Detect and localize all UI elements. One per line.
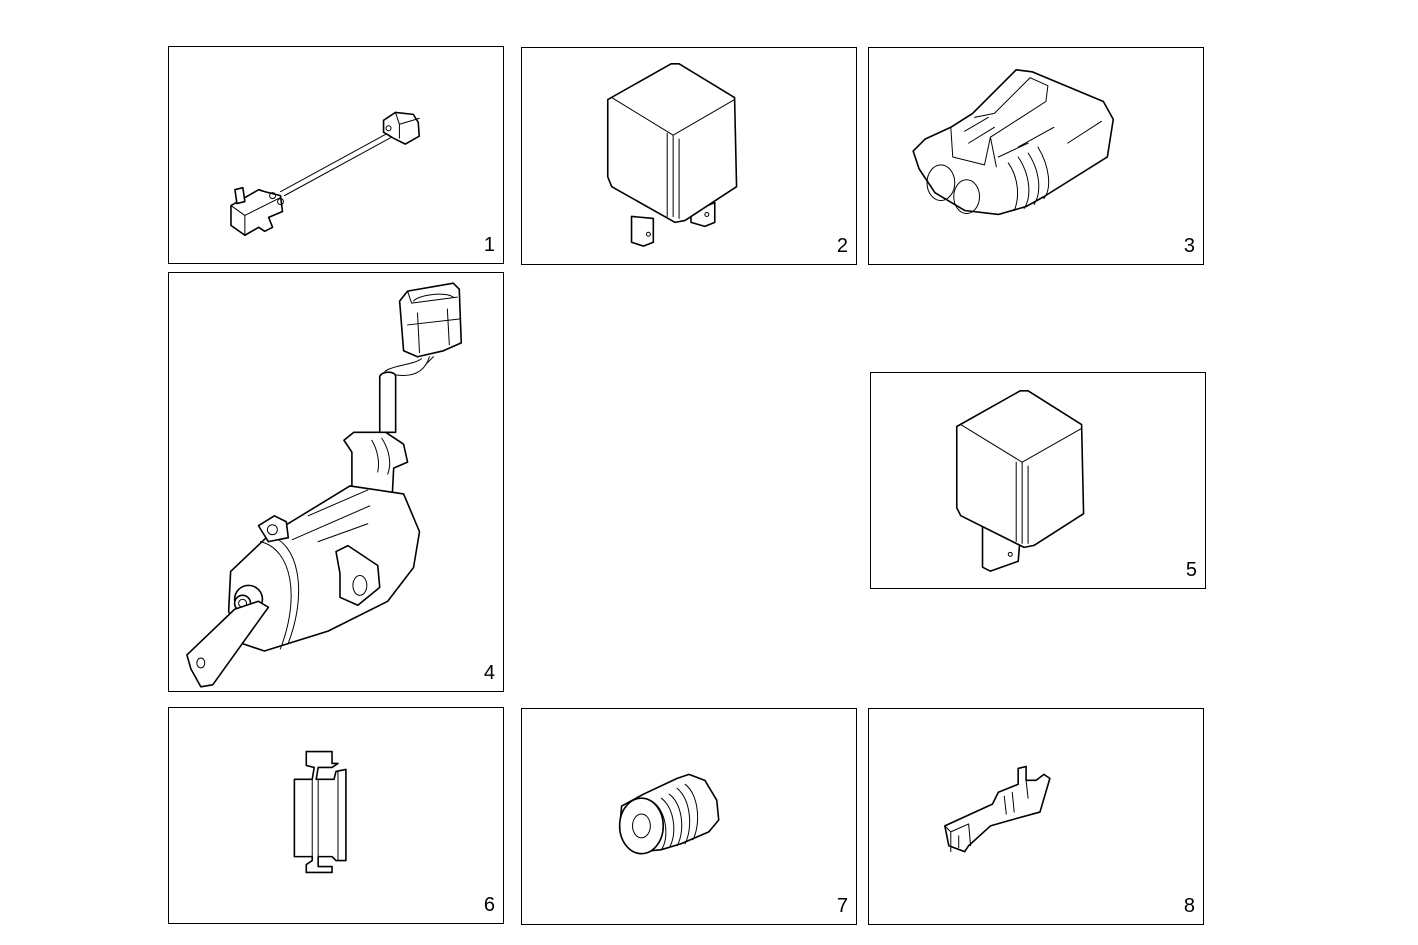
part-panel-4[interactable]: 4 — [168, 272, 504, 692]
crimp-terminal-drawing — [869, 709, 1203, 924]
part-panel-6[interactable]: 6 — [168, 707, 504, 924]
part-number-label: 5 — [1185, 559, 1197, 581]
connector-housing-drawing — [869, 48, 1203, 264]
relay-drawing — [871, 373, 1205, 588]
part-number-label: 6 — [483, 894, 495, 916]
part-panel-8[interactable]: 8 — [868, 708, 1204, 925]
part-number-label: 4 — [483, 662, 495, 684]
part-number-label: 1 — [483, 234, 495, 256]
part-panel-2[interactable]: 2 — [521, 47, 857, 265]
part-number-label: 7 — [836, 895, 848, 917]
part-panel-1[interactable]: 1 — [168, 46, 504, 264]
cable-seal-drawing — [522, 709, 856, 924]
part-panel-3[interactable]: 3 — [868, 47, 1204, 265]
part-panel-7[interactable]: 7 — [521, 708, 857, 925]
part-number-label: 3 — [1183, 235, 1195, 257]
solenoid-actuator-drawing — [169, 273, 503, 691]
part-number-label: 8 — [1183, 895, 1195, 917]
locking-clip-drawing — [169, 708, 503, 923]
relay-drawing — [522, 48, 856, 264]
part-panel-5[interactable]: 5 — [870, 372, 1206, 589]
part-number-label: 2 — [836, 235, 848, 257]
switch-with-cable-drawing — [169, 47, 503, 263]
